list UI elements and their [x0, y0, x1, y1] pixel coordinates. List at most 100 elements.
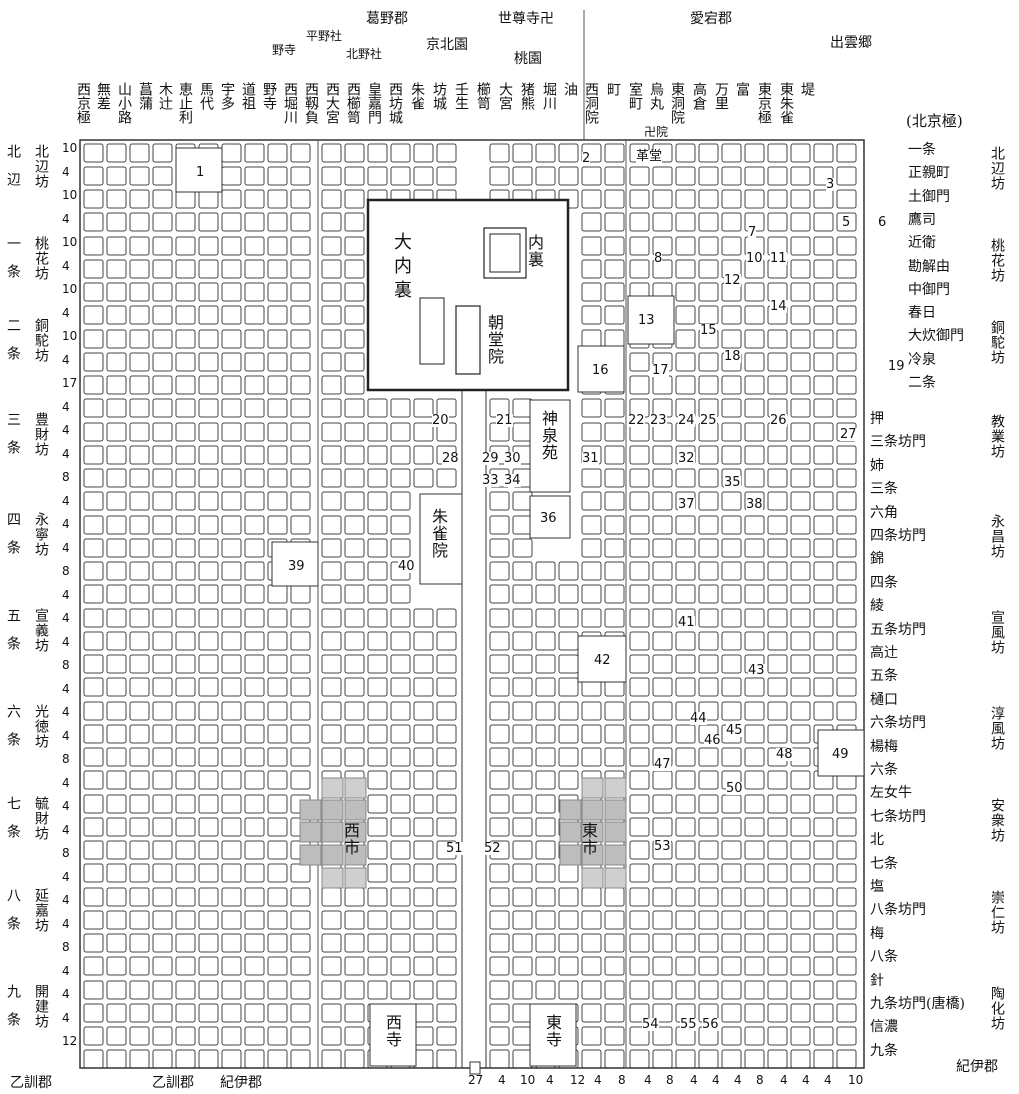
city-block [106, 608, 127, 628]
market-block [604, 799, 627, 821]
city-block [721, 654, 742, 674]
city-block [721, 817, 742, 837]
city-block [535, 166, 556, 186]
city-block [198, 654, 219, 674]
city-block [604, 515, 625, 535]
city-block [367, 794, 388, 814]
city-block [512, 933, 533, 953]
city-block [83, 352, 104, 372]
city-block [721, 1026, 742, 1046]
city-block [221, 329, 242, 349]
city-block [106, 863, 127, 883]
city-block [198, 724, 219, 744]
city-block [512, 143, 533, 163]
city-block [604, 491, 625, 511]
ew-street-label: 四条坊門 [870, 528, 926, 544]
city-block [512, 1049, 533, 1069]
site-number: 7 [748, 225, 757, 240]
city-block [512, 724, 533, 744]
city-block [413, 166, 434, 186]
city-block [581, 282, 602, 302]
ew-street-label: 四条 [870, 574, 898, 591]
city-block [767, 817, 788, 837]
city-block [767, 1003, 788, 1023]
city-block [744, 1049, 765, 1069]
city-block [198, 422, 219, 442]
site-number: 15 [700, 323, 717, 338]
city-block [83, 933, 104, 953]
bo-label-right: 宣風坊 [989, 610, 1005, 655]
city-block [767, 631, 788, 651]
city-block [436, 1049, 457, 1069]
city-block [436, 817, 457, 837]
ns-street-label: 大宮 [497, 82, 513, 110]
city-block [221, 910, 242, 930]
city-block [290, 724, 311, 744]
row-width: 4 [62, 611, 70, 625]
city-block [721, 236, 742, 256]
city-block [244, 910, 265, 930]
city-block [629, 631, 650, 651]
row-width: 4 [62, 822, 70, 837]
city-block [512, 1026, 533, 1046]
city-block [604, 910, 625, 930]
city-block [604, 468, 625, 488]
city-block [790, 352, 811, 372]
city-block [675, 329, 696, 349]
city-block [512, 631, 533, 651]
city-block [813, 887, 834, 907]
kitano-shrine: 北野社 [346, 47, 383, 61]
city-block [629, 677, 650, 697]
city-block [436, 143, 457, 163]
city-block [106, 724, 127, 744]
city-block [767, 166, 788, 186]
city-block [198, 305, 219, 325]
city-block [698, 236, 719, 256]
city-block [436, 677, 457, 697]
city-block [512, 584, 533, 604]
city-block [413, 910, 434, 930]
city-block [106, 840, 127, 860]
city-block [106, 677, 127, 697]
city-block [512, 561, 533, 581]
site-number: 54 [642, 1017, 659, 1032]
city-block [721, 515, 742, 535]
site-number: 28 [442, 451, 459, 466]
city-block [344, 654, 365, 674]
city-block [129, 933, 150, 953]
city-block [221, 817, 242, 837]
city-block [106, 1049, 127, 1069]
city-block [836, 468, 857, 488]
city-block [836, 515, 857, 535]
row-width: 8 [62, 564, 70, 578]
city-block [675, 538, 696, 558]
city-block [767, 677, 788, 697]
city-block [790, 887, 811, 907]
city-block [175, 747, 196, 767]
city-block [744, 701, 765, 721]
bo-label-left: 宣義坊 [33, 608, 49, 653]
city-block [129, 701, 150, 721]
ns-street-label: 馬代 [198, 82, 214, 110]
city-block [413, 631, 434, 651]
city-block [813, 212, 834, 232]
city-block [698, 212, 719, 232]
city-block [675, 561, 696, 581]
city-block [813, 1003, 834, 1023]
city-block [813, 701, 834, 721]
city-block [790, 608, 811, 628]
nishiichi-label: 西市 [341, 822, 360, 856]
city-block [129, 282, 150, 302]
city-block [321, 584, 342, 604]
city-block [83, 747, 104, 767]
city-block [244, 189, 265, 209]
city-block [721, 491, 742, 511]
site-number: 8 [654, 251, 663, 266]
city-block [489, 747, 510, 767]
city-block [390, 770, 411, 790]
bottom-width: 27 [468, 1073, 484, 1087]
city-block [152, 422, 173, 442]
shinsenen-label: 神泉苑 [539, 410, 558, 461]
city-block [790, 305, 811, 325]
city-block [813, 910, 834, 930]
